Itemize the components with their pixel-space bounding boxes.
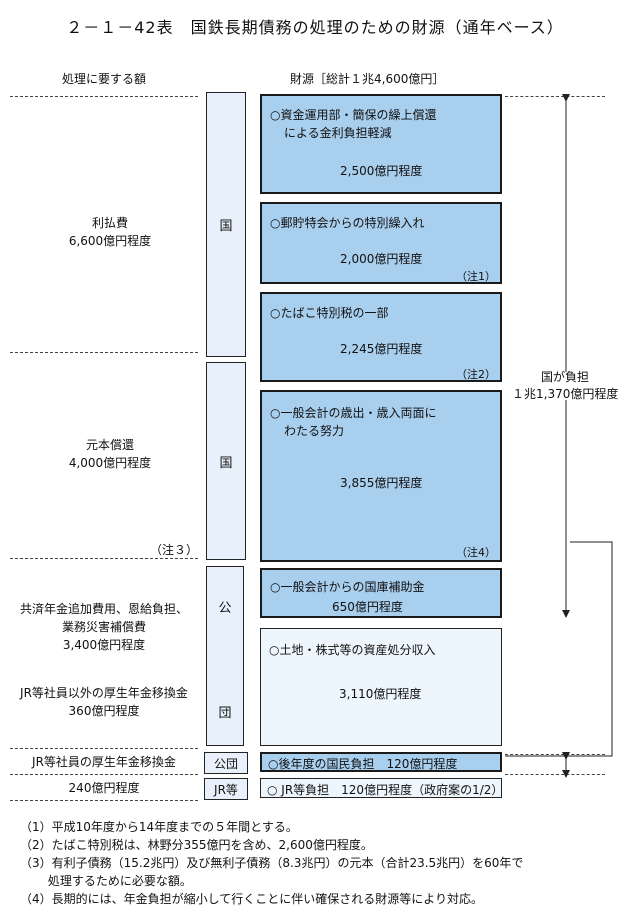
source-general-account-effort: ○一般会計の歳出・歳入両面に わたる努力 3,855億円程度 （注4） (260, 390, 502, 562)
source-postal-savings: ○郵貯特会からの特別繰入れ 2,000億円程度 （注1） (260, 202, 502, 284)
category-label: 公 (218, 601, 232, 616)
category-label: JR等 (214, 782, 238, 797)
category-label: 団 (218, 706, 232, 721)
source-text: ○たばこ特別税の一部 (270, 306, 389, 320)
footnote: 処理するために必要な額。 (20, 874, 192, 888)
divider (10, 800, 198, 801)
non-jr-pension-amount: 360億円程度 (68, 704, 140, 718)
source-tobacco-tax: ○たばこ特別税の一部 2,245億円程度 （注2） (260, 292, 502, 382)
source-amount: 3,110億円程度 (339, 687, 422, 701)
right-column-header: 財源［総計１兆4,600億円］ (290, 72, 445, 86)
source-text: わたる努力 (284, 424, 345, 438)
pension-label-2: 業務災害補償費 (61, 620, 146, 634)
note-3: （注３） (150, 543, 199, 557)
source-amount: 2,245億円程度 (340, 342, 423, 356)
source-amount: 2,500億円程度 (340, 164, 423, 178)
interest-cost: 利払費 6,600億円程度 (20, 214, 200, 250)
source-fiscal-loan-prepayment: ○資金運用部・簡保の繰上償還 による金利負担軽減 2,500億円程度 (260, 94, 502, 194)
interest-label: 利払費 (91, 216, 128, 230)
interest-amount: 6,600億円程度 (68, 234, 152, 248)
pension-amount: 3,400億円程度 (62, 638, 146, 652)
source-amount: 3,855億円程度 (340, 476, 423, 490)
divider (505, 96, 605, 97)
source-text: ○郵貯特会からの特別繰入れ (270, 216, 425, 230)
page-title: ２－１－42表 国鉄長期債務の処理のための財源（通年ベース） (66, 18, 564, 37)
national-burden-bracket (505, 94, 613, 778)
left-column-header: 処理に要する額 (62, 72, 147, 86)
jr-pension-transfer: JR等社員の厚生年金移換金 (6, 753, 202, 771)
source-text: ○ JR等負担 120億円程度（政府案の1/2） (267, 783, 504, 797)
category-kodan-small: 公団 (204, 752, 248, 774)
divider (10, 352, 198, 353)
source-amount: 650億円程度 (332, 600, 403, 614)
non-jr-pension-transfer: JR等社員以外の厚生年金移換金 360億円程度 (6, 684, 202, 720)
footnotes: （1）平成10年度から14年度までの５年間とする。 （2）たばこ特別税は、林野分… (20, 818, 523, 908)
category-kuni-top: 国 (206, 92, 246, 357)
source-text: ○土地・株式等の資産処分収入 (269, 643, 436, 657)
jr-pension-amount-block: 240億円程度 (6, 779, 202, 797)
source-national-subsidy: ○一般会計からの国庫補助金 650億円程度 (260, 568, 502, 618)
category-jr: JR等 (204, 778, 248, 800)
source-amount: 2,000億円程度 (340, 252, 423, 266)
note-4: （注4） (456, 546, 496, 559)
national-burden-amount: １兆1,370億円程度 (512, 387, 619, 401)
divider (10, 774, 198, 775)
pension-label: 共済年金追加費用、恩給負担、 (19, 602, 188, 616)
principal-label: 元本償還 (85, 438, 134, 452)
note-2: （注2） (456, 368, 496, 381)
pension-costs: 共済年金追加費用、恩給負担、 業務災害補償費 3,400億円程度 (6, 600, 202, 654)
footnote: （1）平成10年度から14年度までの５年間とする。 (20, 820, 298, 834)
category-label: 国 (219, 219, 233, 234)
source-future-public-burden: ○後年度の国民負担 120億円程度 (260, 752, 502, 772)
category-kuni-bottom: 国 (206, 362, 246, 560)
source-text: ○一般会計の歳出・歳入両面に (270, 406, 437, 420)
source-jr-burden: ○ JR等負担 120億円程度（政府案の1/2） (260, 778, 504, 798)
national-burden-label: 国が負担 (541, 370, 590, 384)
non-jr-pension-label: JR等社員以外の厚生年金移換金 (20, 686, 188, 700)
footnote: （3）有利子債務（15.2兆円）及び無利子債務（8.3兆円）の元本（合計23.5… (20, 856, 524, 870)
jr-pension-label: JR等社員の厚生年金移換金 (32, 755, 176, 769)
category-label: 国 (219, 455, 233, 471)
divider (505, 754, 605, 755)
source-text: ○一般会計からの国庫補助金 (270, 580, 425, 594)
note-1: （注1） (456, 270, 496, 283)
divider (505, 774, 605, 775)
footnote: （2）たばこ特別税は、林野分355億円を含め、2,600億円程度。 (20, 838, 373, 852)
divider (10, 748, 198, 749)
source-text: ○資金運用部・簡保の繰上償還 (270, 108, 437, 122)
source-text: ○後年度の国民負担 120億円程度 (268, 757, 458, 771)
jr-pension-amount: 240億円程度 (68, 781, 140, 795)
category-kodan: 公 団 (206, 566, 244, 746)
divider (10, 558, 198, 559)
source-text: による金利負担軽減 (284, 126, 392, 140)
category-label: 公団 (213, 756, 238, 771)
principal-amount: 4,000億円程度 (68, 456, 152, 470)
source-asset-disposal: ○土地・株式等の資産処分収入 3,110億円程度 (260, 628, 502, 746)
divider (10, 96, 198, 97)
principal-repayment: 元本償還 4,000億円程度 (20, 436, 200, 472)
footnote: （4）長期的には、年金負担が縮小して行くことに伴い確保される財源等により対応。 (20, 892, 484, 906)
